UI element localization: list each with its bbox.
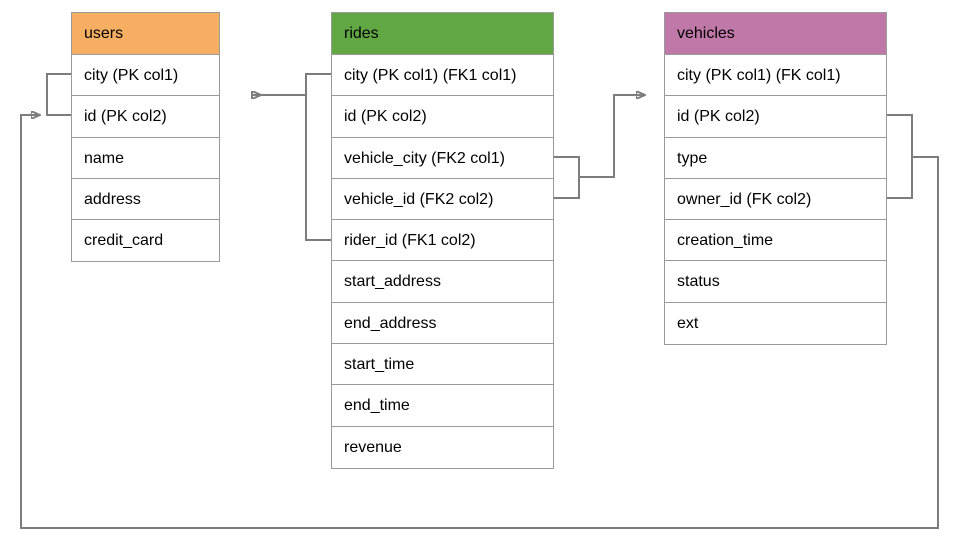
edge-vehicles-fk-bracket bbox=[887, 114, 913, 199]
table-vehicles-column-status[interactable]: status bbox=[665, 261, 886, 303]
table-vehicles-column-city[interactable]: city (PK col1) (FK col1) bbox=[665, 55, 886, 97]
table-vehicles-header: vehicles bbox=[665, 13, 886, 55]
table-rides-column-rider-id[interactable]: rider_id (FK1 col2) bbox=[332, 220, 553, 262]
table-rides-column-vehicle-id[interactable]: vehicle_id (FK2 col2) bbox=[332, 178, 553, 221]
table-rides-column-city[interactable]: city (PK col1) (FK1 col1) bbox=[332, 55, 553, 97]
table-users-column-name[interactable]: name bbox=[72, 137, 219, 179]
table-rides-column-id[interactable]: id (PK col2) bbox=[332, 96, 553, 138]
table-vehicles-column-type[interactable]: type bbox=[665, 137, 886, 179]
table-vehicles-column-creation-time[interactable]: creation_time bbox=[665, 220, 886, 262]
table-rides-column-start-time[interactable]: start_time bbox=[332, 344, 553, 386]
table-users[interactable]: users city (PK col1) id (PK col2) name a… bbox=[71, 12, 220, 263]
table-rides-column-vehicle-city[interactable]: vehicle_city (FK2 col1) bbox=[332, 137, 553, 179]
table-rides-column-end-time[interactable]: end_time bbox=[332, 385, 553, 427]
table-rides-column-revenue[interactable]: revenue bbox=[332, 426, 553, 468]
table-users-header: users bbox=[72, 13, 219, 55]
table-rides[interactable]: rides city (PK col1) (FK1 col1) id (PK c… bbox=[331, 12, 554, 469]
table-users-column-id[interactable]: id (PK col2) bbox=[72, 96, 219, 138]
table-rides-header: rides bbox=[332, 13, 553, 55]
table-rides-column-end-address[interactable]: end_address bbox=[332, 302, 553, 345]
table-vehicles-column-owner-id[interactable]: owner_id (FK col2) bbox=[665, 178, 886, 221]
edge-rides-fk2-to-vehicles bbox=[579, 95, 645, 178]
edge-rides-fk1-bracket bbox=[305, 73, 331, 241]
table-vehicles-column-id[interactable]: id (PK col2) bbox=[665, 96, 886, 138]
table-users-column-credit-card[interactable]: credit_card bbox=[72, 220, 219, 262]
table-vehicles-column-ext[interactable]: ext bbox=[665, 302, 886, 345]
edge-users-left-bracket bbox=[46, 73, 71, 116]
edge-vehicles-fk-to-users bbox=[20, 115, 939, 529]
table-vehicles[interactable]: vehicles city (PK col1) (FK col1) id (PK… bbox=[664, 12, 887, 346]
edge-rides-fk2-bracket bbox=[554, 156, 580, 199]
table-users-column-city[interactable]: city (PK col1) bbox=[72, 55, 219, 97]
table-rides-column-start-address[interactable]: start_address bbox=[332, 261, 553, 303]
table-users-column-address[interactable]: address bbox=[72, 178, 219, 221]
